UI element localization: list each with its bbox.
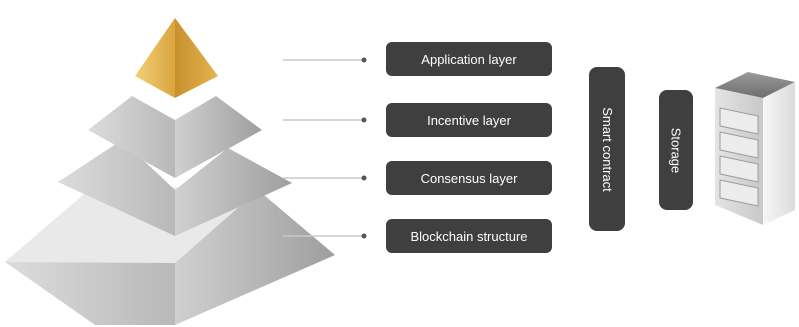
drive-bay bbox=[719, 131, 759, 159]
storage-box: Storage bbox=[659, 90, 693, 210]
apex-right-face bbox=[175, 18, 218, 98]
tier-right-face bbox=[175, 148, 292, 236]
drive-bay bbox=[719, 107, 759, 135]
server-drive-bays bbox=[719, 107, 759, 207]
drive-bay bbox=[719, 179, 759, 207]
apex-left-face bbox=[135, 18, 175, 98]
server-rack-icon bbox=[715, 72, 795, 225]
smart-contract-box: Smart contract bbox=[589, 67, 625, 231]
connector-dot-application bbox=[361, 57, 367, 63]
label-blockchain-structure: Blockchain structure bbox=[386, 219, 552, 253]
tier-left-face bbox=[88, 96, 175, 178]
connector-dot-incentive bbox=[361, 117, 367, 123]
pyramid-tier-consensus bbox=[58, 140, 292, 236]
tier-right-face bbox=[175, 190, 335, 325]
drive-bay bbox=[719, 155, 759, 183]
server-side bbox=[763, 82, 795, 225]
storage-label: Storage bbox=[668, 127, 684, 173]
label-consensus-layer: Consensus layer bbox=[386, 161, 552, 195]
pyramid-tier-incentive bbox=[88, 96, 262, 178]
connector-dot-consensus bbox=[361, 175, 367, 181]
server-top bbox=[715, 72, 795, 98]
connector-dot-blockchain bbox=[361, 233, 367, 239]
tier-right-face bbox=[175, 96, 262, 178]
tier-left-face bbox=[58, 140, 175, 236]
label-incentive-layer: Incentive layer bbox=[386, 103, 552, 137]
label-application-layer: Application layer bbox=[386, 42, 552, 76]
connectors bbox=[283, 57, 367, 239]
pyramid-apex-application bbox=[135, 18, 218, 98]
smart-contract-label: Smart contract bbox=[599, 106, 615, 192]
